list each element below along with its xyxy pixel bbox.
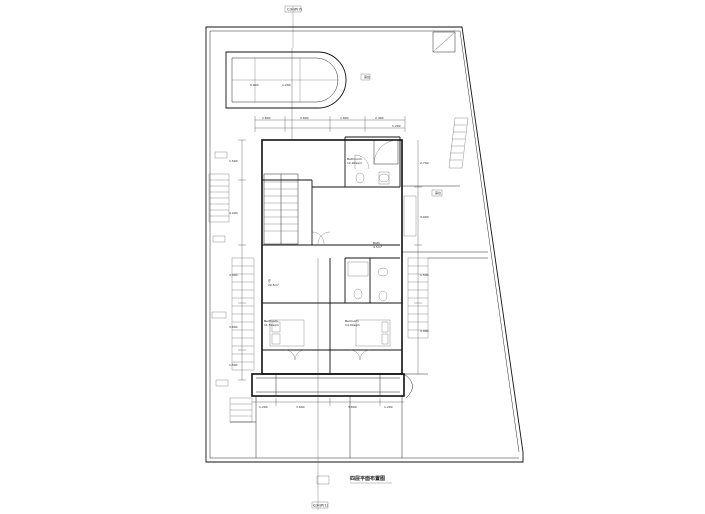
bath-mid-fixtures	[347, 261, 389, 302]
stairs-external-right-1	[448, 117, 469, 169]
terrace-top-label: 露台	[364, 74, 370, 79]
dimension-lines	[238, 48, 422, 440]
right-terrace	[402, 185, 488, 399]
dimension-texts: 1.800 3.600 1.800 2.400 1.200 1.200 3.60…	[229, 116, 429, 409]
svg-text:3.000: 3.000	[229, 273, 238, 277]
svg-text:4.200: 4.200	[229, 211, 238, 215]
svg-text:3.600: 3.600	[296, 405, 305, 409]
svg-text:1.200: 1.200	[259, 405, 268, 409]
svg-text:1.200: 1.200	[384, 405, 393, 409]
svg-text:3.900: 3.900	[420, 329, 429, 333]
plan-title: 四层平面布置图	[350, 475, 392, 484]
stairs-external-left-2	[231, 257, 255, 371]
svg-text:1.800: 1.800	[340, 116, 349, 120]
tag-boxes	[211, 151, 229, 387]
top-axis-label: C(H)P(7)	[287, 8, 303, 12]
svg-text:3.600: 3.600	[348, 405, 357, 409]
doors	[284, 154, 371, 361]
lower-yard	[230, 396, 403, 458]
bedroom-right-furniture	[355, 319, 391, 347]
svg-text:1.500: 1.500	[229, 159, 238, 163]
svg-text:1.200: 1.200	[282, 83, 291, 87]
svg-text:3.600: 3.600	[229, 325, 238, 329]
plan-title-text: 四层平面布置图	[350, 475, 385, 482]
terrace-right-label: 露台	[435, 190, 441, 195]
site-boundary	[205, 26, 524, 463]
svg-text:1.800: 1.800	[262, 116, 271, 120]
pool: 1.200 0.900	[225, 51, 347, 109]
svg-text:1.500: 1.500	[420, 273, 429, 277]
svg-text:2.400: 2.400	[375, 116, 384, 120]
bedroom-left-furniture	[269, 319, 305, 347]
svg-text:0.900: 0.900	[250, 83, 259, 87]
stairs-left	[263, 173, 299, 245]
svg-text:1.200: 1.200	[392, 124, 401, 128]
svg-text:3.000: 3.000	[420, 215, 429, 219]
svg-text:3.600: 3.600	[300, 116, 309, 120]
stairs-external-left-1	[208, 173, 230, 223]
bathroom-top-fixtures	[355, 139, 399, 185]
bottom-axis-marker: C(H)P(1)	[311, 440, 330, 510]
stairs-external-bottom	[229, 397, 253, 423]
building-walls	[251, 136, 405, 397]
svg-text:2.700: 2.700	[420, 161, 429, 165]
svg-text:1.500: 1.500	[229, 363, 238, 367]
bottom-axis-label: C(H)P(1)	[313, 504, 329, 508]
